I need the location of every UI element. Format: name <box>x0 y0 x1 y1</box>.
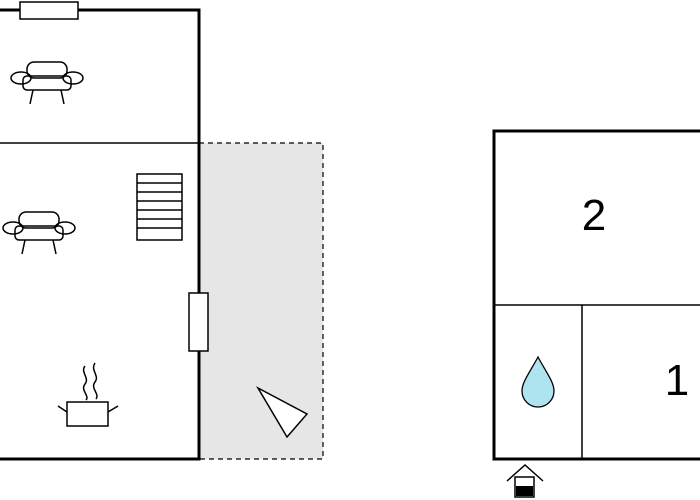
entrance-icon <box>506 463 544 498</box>
terrace-direction-icon <box>255 386 309 439</box>
water-drop-icon <box>521 355 555 408</box>
left-outer-wall <box>0 8 201 461</box>
sofa-icon <box>10 61 84 105</box>
left-floor-plan <box>0 1 324 461</box>
right-outer-wall <box>492 129 700 461</box>
right-floor-plan: 2 1 <box>492 129 700 498</box>
cooking-pot-icon <box>57 362 119 427</box>
terrace-door-icon <box>188 292 209 352</box>
room-label-2: 2 <box>582 191 606 240</box>
sofa-icon <box>2 211 76 255</box>
room-label-1: 1 <box>665 356 689 405</box>
terrace-area <box>198 142 324 460</box>
stairs-icon <box>136 173 183 241</box>
window-icon <box>19 1 79 20</box>
